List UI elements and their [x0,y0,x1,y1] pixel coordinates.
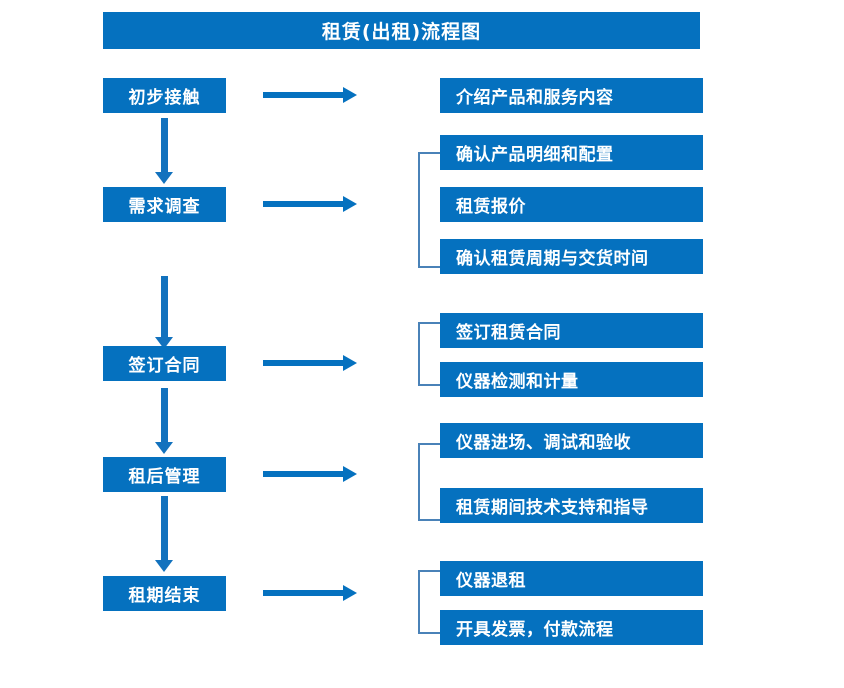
arrow-right-2 [263,192,363,216]
stage-box-5[interactable]: 租期结束 [103,576,226,611]
detail-box-9[interactable]: 仪器退租 [440,561,703,596]
arrow-right-4 [263,462,363,486]
arrow-head [155,172,173,184]
arrow-head [343,466,357,482]
arrow-shaft [161,118,168,172]
arrow-down-1 [153,118,175,186]
arrow-shaft [161,388,168,442]
stage-box-3[interactable]: 签订合同 [103,346,226,381]
detail-box-7[interactable]: 仪器进场、调试和验收 [440,423,703,458]
detail-box-3[interactable]: 租赁报价 [440,187,703,222]
detail-box-1[interactable]: 介绍产品和服务内容 [440,78,703,113]
bracket-connector-4 [418,443,440,521]
detail-box-8[interactable]: 租赁期间技术支持和指导 [440,488,703,523]
arrow-head [343,87,357,103]
stage-box-1[interactable]: 初步接触 [103,78,226,113]
arrow-shaft [263,92,345,98]
arrow-head [343,196,357,212]
stage-box-2[interactable]: 需求调查 [103,187,226,222]
bracket-connector-5 [418,570,440,634]
arrow-shaft [161,276,168,337]
arrow-head [155,442,173,454]
detail-box-6[interactable]: 仪器检测和计量 [440,362,703,397]
detail-box-4[interactable]: 确认租赁周期与交货时间 [440,239,703,274]
arrow-right-1 [263,83,363,107]
arrow-down-4 [153,496,175,574]
bracket-connector-3 [418,322,440,386]
chart-title: 租赁(出租)流程图 [103,12,700,49]
detail-box-10[interactable]: 开具发票，付款流程 [440,610,703,645]
arrow-right-5 [263,581,363,605]
arrow-shaft [161,496,168,560]
bracket-connector-2 [418,152,440,268]
arrow-shaft [263,360,345,366]
arrow-right-3 [263,351,363,375]
arrow-shaft [263,590,345,596]
arrow-shaft [263,471,345,477]
arrow-head [343,585,357,601]
detail-box-5[interactable]: 签订租赁合同 [440,313,703,348]
stage-box-4[interactable]: 租后管理 [103,457,226,492]
arrow-head [155,560,173,572]
arrow-head [343,355,357,371]
arrow-down-2 [153,276,175,351]
arrow-shaft [263,201,345,207]
detail-box-2[interactable]: 确认产品明细和配置 [440,135,703,170]
arrow-down-3 [153,388,175,456]
